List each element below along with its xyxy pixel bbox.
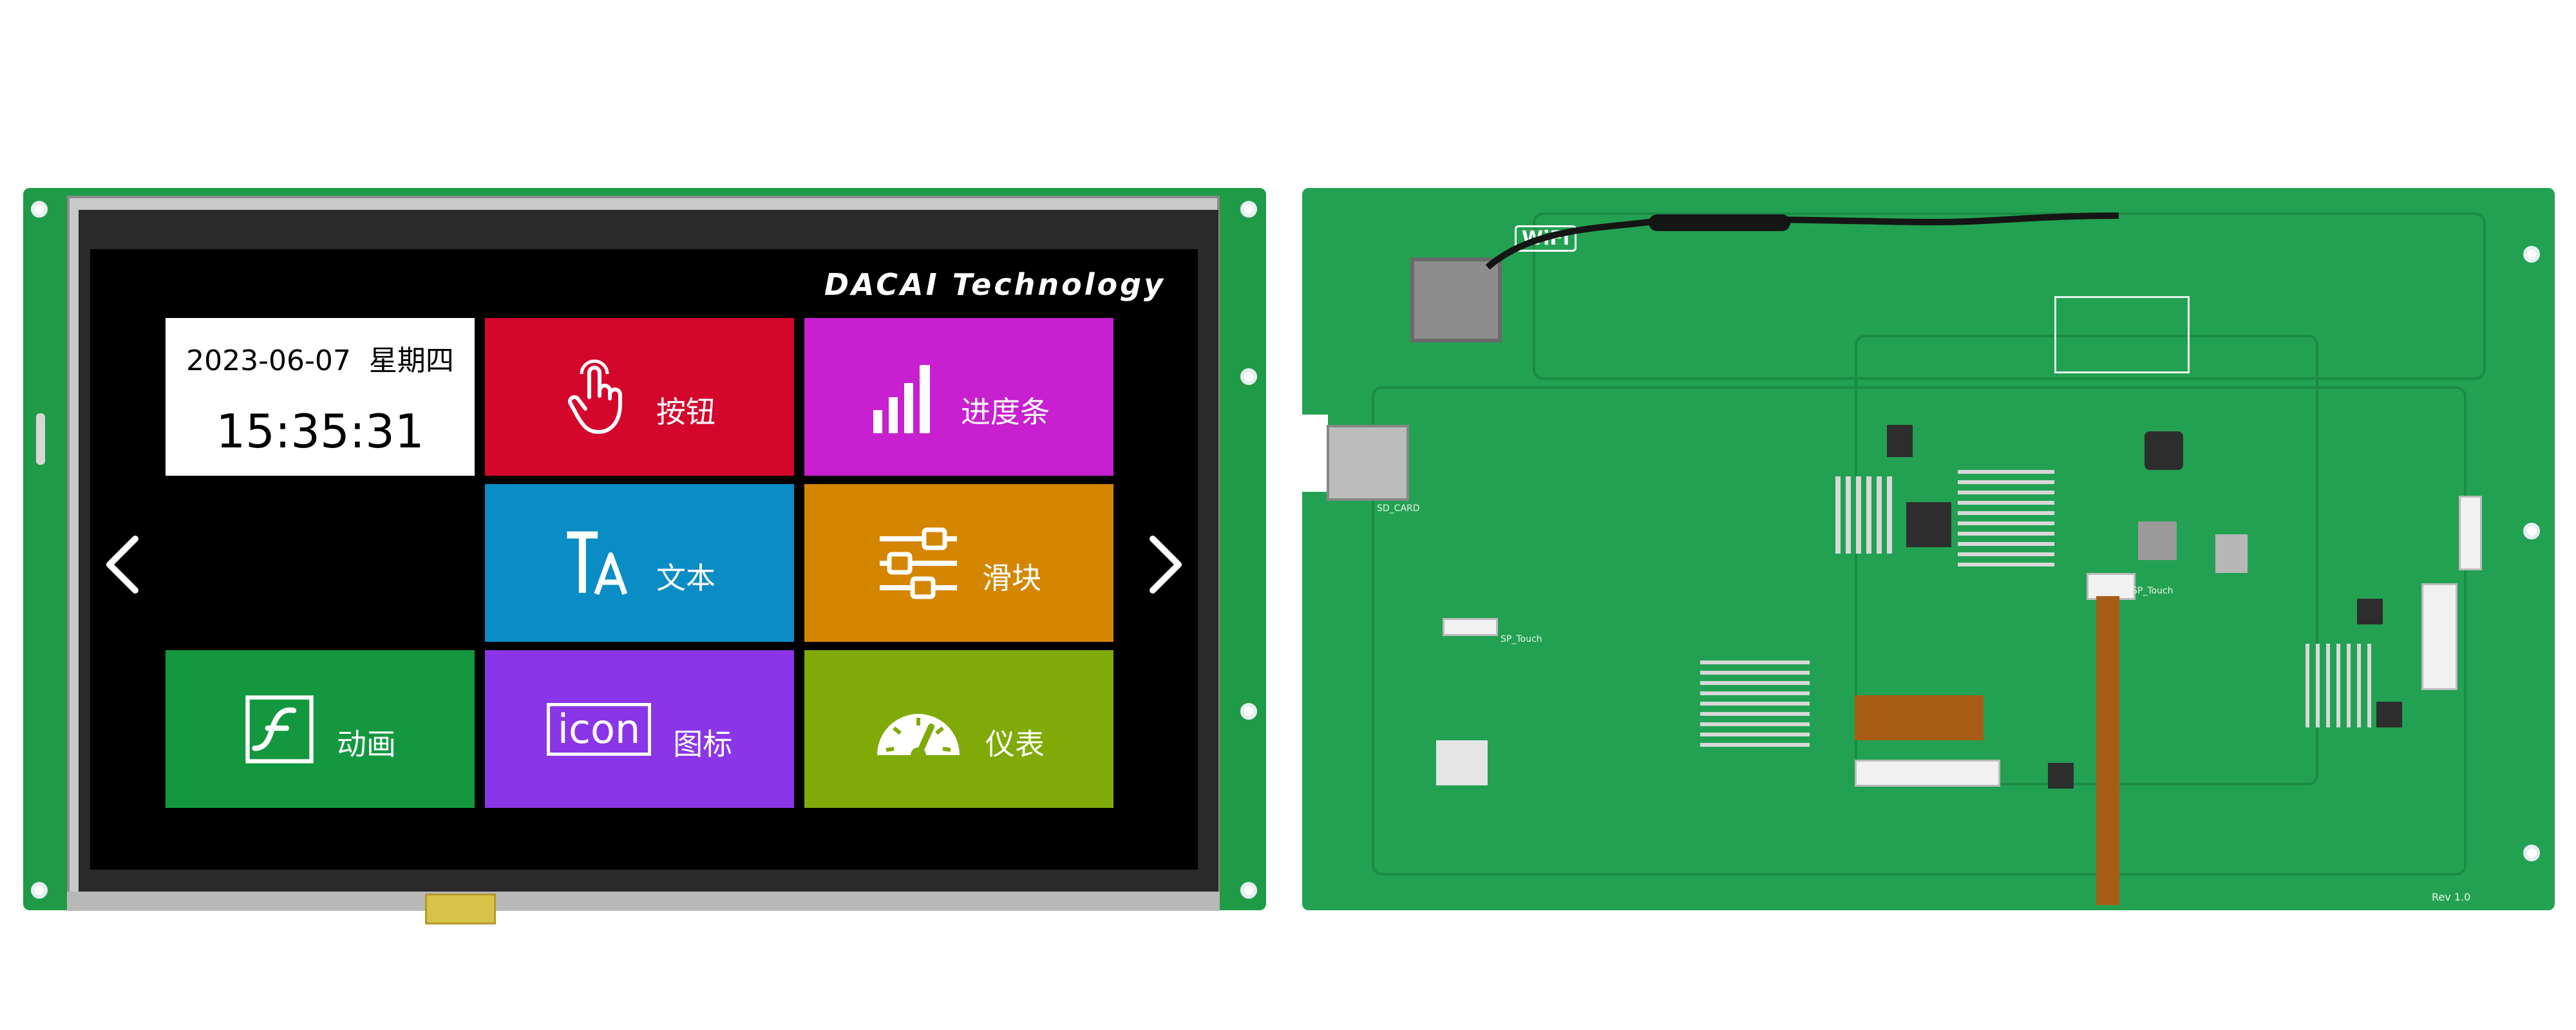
mount-hole	[1240, 368, 1257, 385]
front-flex-tab	[425, 894, 496, 924]
tile-animation[interactable]: 动画	[166, 650, 475, 808]
brand-text: DACAI Technology	[824, 267, 1166, 302]
mount-hole	[2523, 523, 2540, 539]
component-cluster	[2306, 644, 2376, 727]
antenna-cable	[1485, 212, 2119, 270]
ic-chip	[2215, 534, 2248, 573]
tile-text[interactable]: 文本	[485, 484, 794, 642]
tile-icon-label: 图标	[673, 726, 733, 762]
time-label: 时间	[292, 485, 348, 518]
tile-slider[interactable]: 滑块	[804, 484, 1113, 642]
capacitor	[2376, 702, 2402, 727]
ic-chip	[2048, 763, 2074, 789]
prev-page-button[interactable]	[97, 526, 148, 603]
component-cluster	[1835, 476, 1893, 554]
tile-animation-label: 动画	[337, 726, 396, 762]
touch-connector	[1443, 618, 1498, 636]
pcb-trace	[1372, 386, 2467, 876]
touch-flex-cable	[2096, 596, 2119, 905]
flash-icon	[245, 695, 314, 763]
pcb-trace	[1855, 335, 2318, 785]
tile-slider-label: 滑块	[982, 560, 1041, 595]
tile-progress[interactable]: 进度条	[804, 318, 1113, 476]
gauge-icon	[877, 713, 960, 763]
frame-bottom-strip	[67, 892, 1220, 911]
touch-label: SP_Touch	[1501, 634, 1542, 644]
silkscreen-box	[2054, 296, 2190, 373]
text-ta-icon	[567, 531, 628, 595]
lcd-screen: DACAI Technology 2023-06-07 星期四 15:35:31…	[90, 249, 1198, 870]
component-cluster	[1958, 464, 2054, 566]
mount-hole	[1240, 703, 1257, 720]
tile-gauge-label: 仪表	[985, 726, 1045, 762]
tile-button[interactable]: 按钮	[485, 318, 794, 476]
sliders-icon	[880, 527, 957, 599]
sd-card-slot	[1327, 425, 1409, 501]
ic-chip	[2357, 599, 2383, 624]
tile-icon[interactable]: icon 图标	[485, 650, 794, 808]
side-header-connector	[2459, 496, 2482, 570]
fpc-socket	[1855, 760, 2000, 787]
tile-text-label: 文本	[656, 560, 715, 595]
signal-bars-icon	[873, 364, 930, 433]
date-text: 2023-06-07	[186, 344, 351, 377]
next-page-button[interactable]	[1140, 526, 1191, 603]
time-display: 15:35:31	[216, 404, 424, 458]
mount-hole	[1240, 882, 1257, 899]
component-cluster	[1700, 657, 1810, 747]
main-mcu-chip	[1906, 502, 1951, 547]
ic-chip	[2138, 521, 2177, 560]
mount-hole	[1240, 201, 1257, 218]
wifi-module-chip	[1410, 258, 1502, 342]
touch-label: SP_Touch	[2132, 586, 2174, 596]
side-connector	[36, 413, 45, 465]
fpc-connector	[1855, 695, 1984, 740]
sd-card-label: SD_CARD	[1377, 503, 1420, 514]
touch-hand-icon	[567, 359, 622, 434]
clock-tile[interactable]: 2023-06-07 星期四 15:35:31 时间	[166, 318, 475, 518]
mount-hole	[31, 201, 48, 218]
mount-hole	[2523, 246, 2540, 263]
tile-button-label: 按钮	[656, 394, 715, 429]
icon-box-text: icon	[557, 705, 641, 753]
revision-label: Rev 1.0	[2432, 891, 2471, 903]
tile-gauge[interactable]: 仪表	[804, 650, 1113, 808]
chevron-left-icon	[106, 536, 138, 594]
test-pad	[1436, 740, 1488, 785]
back-pcb-board	[1276, 188, 2555, 910]
pcb-trace	[1533, 212, 2486, 380]
mount-hole	[31, 882, 48, 899]
ic-chip	[1887, 425, 1913, 457]
inductor	[2145, 431, 2183, 470]
mount-hole	[2523, 845, 2540, 861]
tile-progress-label: 进度条	[961, 394, 1050, 429]
chevron-right-icon	[1150, 536, 1182, 594]
side-header-connector	[2421, 583, 2458, 690]
pcb-notch	[1276, 415, 1328, 492]
weekday-text: 星期四	[368, 344, 454, 377]
icon-box-icon: icon	[546, 702, 652, 756]
date-display: 2023-06-07 星期四	[186, 337, 454, 379]
